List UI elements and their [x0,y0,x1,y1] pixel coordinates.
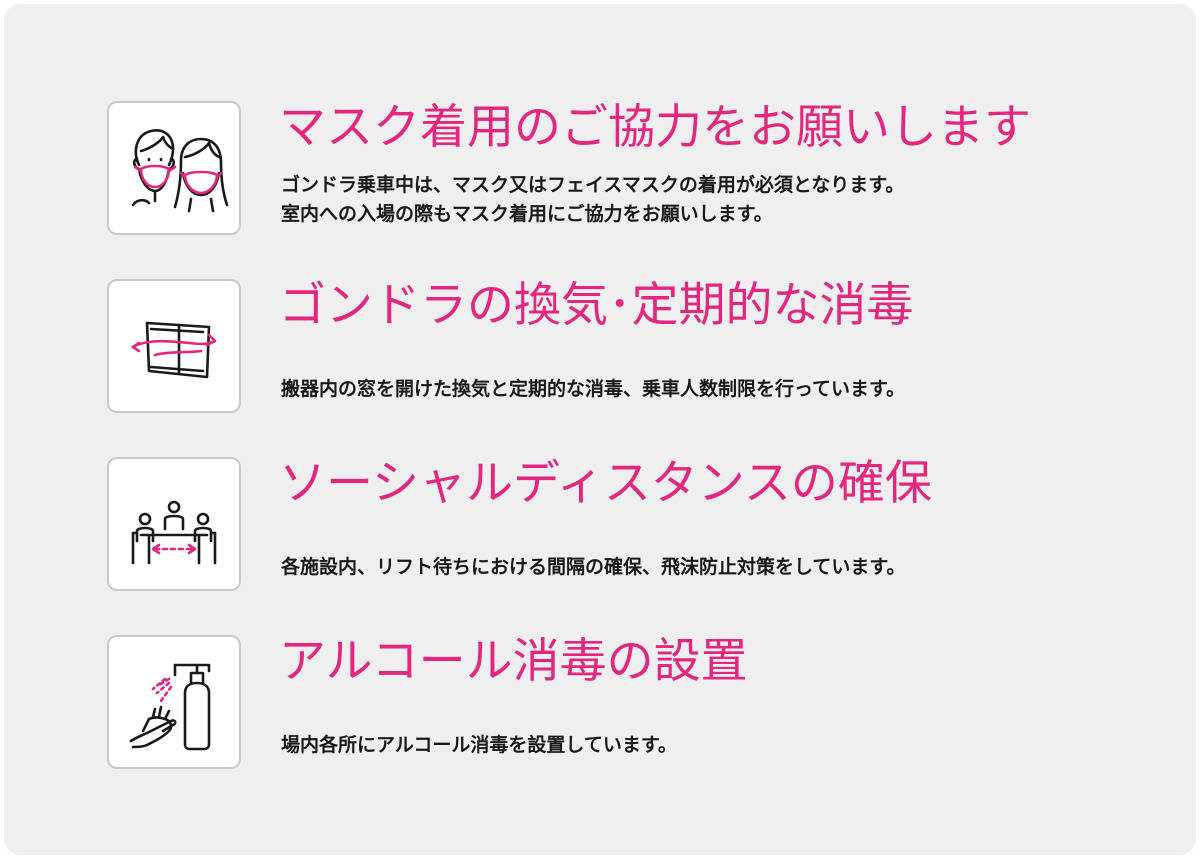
icon-card [107,457,241,591]
description-line: ゴンドラ乗車中は、マスク又はフェイスマスクの着用が必須となります。 [281,174,905,196]
notice-title: ソーシャルディスタンスの確保 [279,456,932,511]
notice-alcohol: アルコール消毒の設置 場内各所にアルコール消毒を設置しています。 [107,634,1147,775]
notice-description: 各施設内、リフト待ちにおける間隔の確保、飛沫防止対策をしています。 [281,553,906,582]
icon-card [107,101,241,235]
description-line: 搬器内の窓を開けた換気と定期的な消毒、乗車人数制限を行っています。 [281,378,906,400]
social-distance-icon [131,500,217,565]
notice-title: マスク着用のご協力をお願いします [279,100,1031,155]
description-line: 各施設内、リフト待ちにおける間隔の確保、飛沫防止対策をしています。 [281,556,906,578]
description-line: 室内への入場の際もマスク着用にご協力をお願いします。 [281,203,773,225]
alcohol-sanitizer-icon [129,663,211,751]
icon-card [107,279,241,413]
notice-social-distance: ソーシャルディスタンスの確保 各施設内、リフト待ちにおける間隔の確保、飛沫防止対… [107,456,1147,597]
description-line: 場内各所にアルコール消毒を設置しています。 [281,734,677,756]
notice-ventilation: ゴンドラの換気･定期的な消毒 搬器内の窓を開けた換気と定期的な消毒、乗車人数制限… [107,278,1147,419]
notice-title: アルコール消毒の設置 [279,634,748,689]
info-panel: マスク着用のご協力をお願いします ゴンドラ乗車中は、マスク又はフェイスマスクの着… [4,4,1196,855]
notice-description: ゴンドラ乗車中は、マスク又はフェイスマスクの着用が必須となります。 室内への入場… [281,171,904,229]
window-ventilation-icon [131,321,217,379]
notice-mask: マスク着用のご協力をお願いします ゴンドラ乗車中は、マスク又はフェイスマスクの着… [107,100,1147,241]
notice-description: 場内各所にアルコール消毒を設置しています。 [281,731,677,760]
icon-card [107,635,241,769]
notice-title: ゴンドラの換気･定期的な消毒 [279,278,914,333]
notice-description: 搬器内の窓を開けた換気と定期的な消毒、乗車人数制限を行っています。 [281,375,905,404]
mask-people-icon [131,129,229,213]
